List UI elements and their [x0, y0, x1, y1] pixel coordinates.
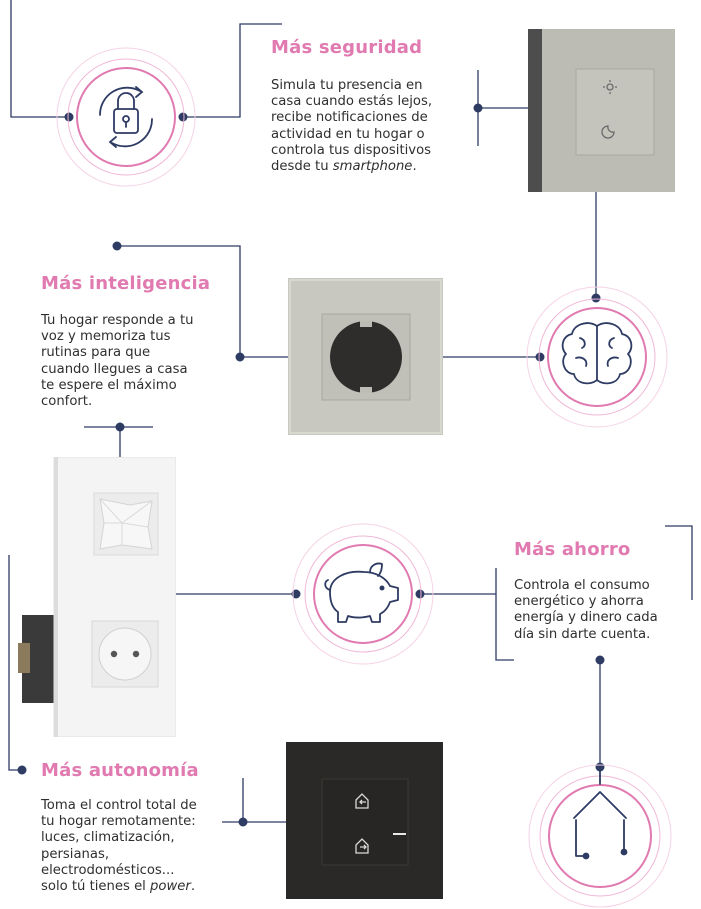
seguridad-end: .	[412, 159, 417, 175]
ahorro-line-2: energético y ahorra	[514, 594, 644, 610]
inteligencia-line-1: Tu hogar responde a tu	[41, 313, 194, 328]
seguridad-line-6-text: desde tu	[271, 159, 329, 175]
inteligencia-text: Tu hogar responde a tu voz y memoriza tu…	[41, 313, 194, 410]
seguridad-line-6: desde tu smartphone.	[271, 159, 432, 175]
seguridad-line-5: controla tus dispositivos	[271, 142, 432, 158]
ahorro-line-4: día sin darte cuenta.	[514, 626, 651, 642]
ahorro-line-1: Controla el consumo	[514, 578, 650, 593]
black-home-away-switch	[286, 742, 443, 899]
grey-power-socket	[288, 278, 443, 435]
autonomia-line-6-text: solo tú tienes el	[41, 879, 146, 895]
inteligencia-line-4: cuando llegues a casa	[41, 361, 188, 377]
autonomia-emphasis: power	[150, 879, 191, 895]
white-switch-and-socket	[18, 457, 176, 737]
ahorro-title: Más ahorro	[514, 539, 631, 560]
ahorro-text: Controla el consumo energético y ahorra …	[514, 578, 658, 643]
seguridad-line-4: actividad en tu hogar o	[271, 126, 425, 142]
brain-icon	[526, 286, 668, 428]
inteligencia-line-3: rutinas para que	[41, 345, 151, 361]
inteligencia-title: Más inteligencia	[41, 273, 211, 294]
autonomia-end: .	[190, 879, 196, 895]
seguridad-emphasis: smartphone	[332, 159, 413, 175]
seguridad-line-3: recibe notificaciones de	[271, 110, 428, 126]
seguridad-line-1: Simula tu presencia en	[271, 78, 423, 93]
house-circuit-icon	[528, 764, 672, 908]
autonomia-text: Toma el control total de tu hogar remota…	[41, 798, 197, 895]
inteligencia-line-6: confort.	[41, 394, 93, 410]
seguridad-line-2: casa cuando estás lejos,	[271, 94, 433, 110]
inteligencia-line-5: te espere el máximo	[41, 377, 177, 393]
autonomia-line-4: persianas,	[41, 846, 110, 862]
autonomia-line-3: luces, climatización,	[41, 830, 175, 846]
autonomia-line-6: solo tú tienes el power.	[41, 879, 197, 895]
inteligencia-line-2: voz y memoriza tus	[41, 329, 171, 345]
seguridad-title: Más seguridad	[271, 37, 423, 58]
autonomia-title: Más autonomía	[41, 760, 199, 781]
autonomia-line-2: tu hogar remotamente:	[41, 814, 196, 830]
piggy-bank-icon	[292, 523, 434, 665]
autonomia-line-1: Toma el control total de	[41, 798, 197, 813]
ahorro-line-3: energía y dinero cada	[514, 610, 658, 626]
grey-scene-switch	[528, 29, 675, 192]
autonomia-line-5: electrodomésticos...	[41, 862, 175, 878]
padlock-cycle-icon	[56, 47, 196, 187]
seguridad-text: Simula tu presencia en casa cuando estás…	[271, 78, 432, 175]
